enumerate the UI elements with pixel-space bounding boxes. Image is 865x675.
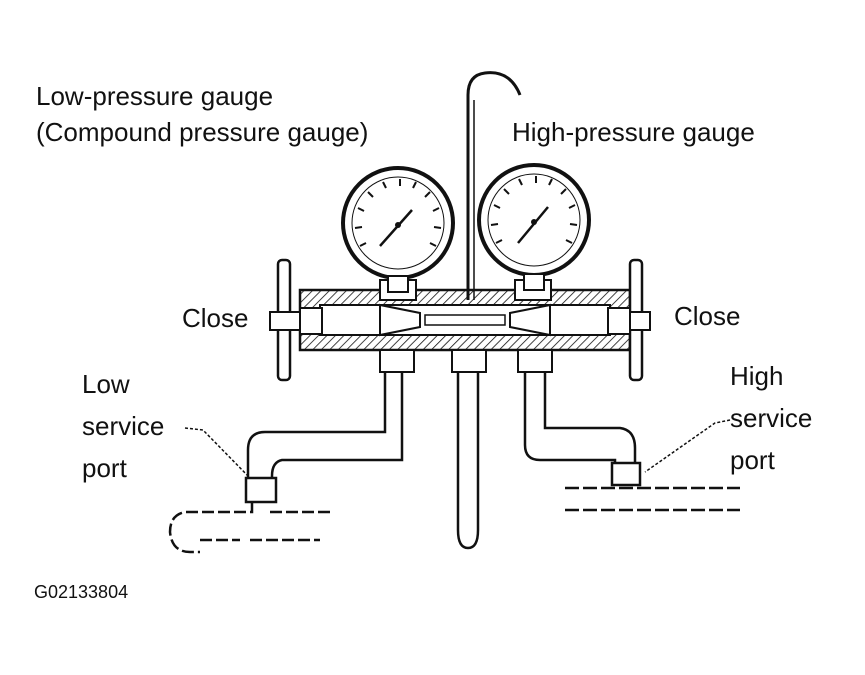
high-port-label-line3: port — [730, 445, 775, 475]
low-port-label-line2: service — [82, 411, 165, 441]
high-pressure-gauge — [477, 163, 591, 291]
left-valve-knob — [269, 258, 323, 382]
low-pressure-gauge — [341, 166, 455, 293]
high-port-leader — [644, 419, 731, 473]
low-port-leader — [184, 427, 251, 479]
hose-fittings — [379, 349, 553, 373]
low-port-label-line1: Low — [82, 369, 130, 399]
center-hose-bottom — [456, 372, 480, 550]
high-side-hose — [523, 372, 637, 465]
low-side-pipe — [168, 502, 330, 554]
manifold-body — [298, 279, 632, 352]
low-service-port-fitting — [244, 476, 278, 504]
low-side-hose — [246, 372, 404, 480]
high-service-port-fitting — [610, 461, 642, 487]
center-hose-top — [466, 71, 522, 300]
figure-id: G02133804 — [34, 582, 129, 602]
high-side-pipe — [565, 486, 740, 512]
low-gauge-label-line2: (Compound pressure gauge) — [36, 117, 369, 147]
high-port-label-line2: service — [730, 403, 813, 433]
low-port-label-line3: port — [82, 453, 127, 483]
right-valve-knob — [607, 258, 651, 382]
close-label-right: Close — [674, 301, 741, 331]
close-label-left: Close — [182, 303, 249, 333]
high-gauge-label: High-pressure gauge — [512, 117, 755, 147]
high-port-label-line1: High — [730, 361, 784, 391]
low-gauge-label-line1: Low-pressure gauge — [36, 81, 274, 111]
